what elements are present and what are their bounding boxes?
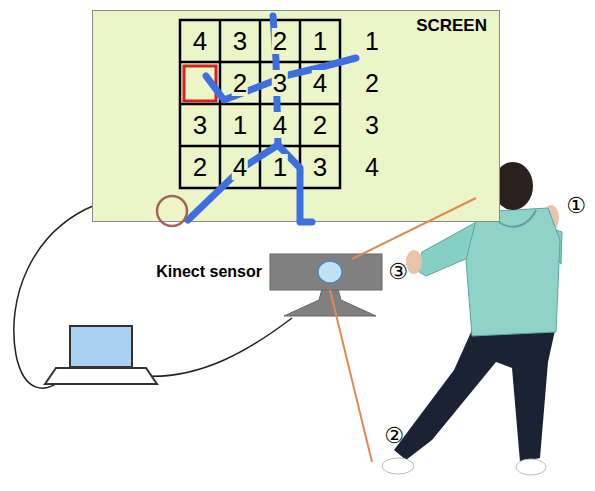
label-holder: 1 — [272, 154, 288, 180]
skeleton-leg — [188, 145, 278, 220]
label-holder: 1 — [312, 28, 328, 54]
label-holder: 2 — [272, 28, 288, 54]
grid-number: 1 — [312, 28, 328, 54]
screen-panel: SCREEN — [92, 10, 500, 222]
label-holder: 4 — [272, 112, 288, 138]
grid-number: 2 — [312, 112, 328, 138]
grid-number: 4 — [272, 112, 288, 138]
callout-number: ② — [384, 425, 404, 447]
skeleton — [188, 16, 356, 222]
grid-number: 4 — [192, 28, 208, 54]
hand — [406, 250, 422, 274]
label-holder: Kinect sensor — [156, 263, 262, 281]
label-holder: ① — [566, 195, 586, 217]
row-number: 1 — [364, 29, 380, 54]
grid-line — [180, 103, 340, 106]
callout-number: ① — [566, 195, 586, 217]
grid-number: 1 — [272, 154, 288, 180]
label-holder: ② — [384, 425, 404, 447]
label-holder: 2 — [192, 154, 208, 180]
label-holder: 2 — [312, 112, 328, 138]
label-holder: 3 — [192, 112, 208, 138]
grid-line — [180, 61, 340, 64]
grid-number: 4 — [312, 70, 328, 96]
cable — [142, 318, 292, 376]
laptop-base — [45, 368, 157, 384]
callout-number: ③ — [388, 261, 408, 283]
laptop-screen — [70, 326, 132, 367]
label-holder: 2 — [232, 70, 248, 96]
grid-number: 3 — [312, 154, 328, 180]
label-holder: 3 — [232, 28, 248, 54]
label-holder: 4 — [232, 154, 248, 180]
sensor-ray — [330, 290, 372, 462]
grid-number: 2 — [272, 28, 288, 54]
trousers — [394, 326, 556, 462]
label-holder: 3 — [364, 113, 380, 138]
grid-number: 1 — [232, 112, 248, 138]
grid-number: 2 — [192, 154, 208, 180]
label-holder: 2 — [364, 71, 380, 96]
grid-number: 2 — [232, 70, 248, 96]
grid-number: 3 — [192, 112, 208, 138]
shoe — [382, 458, 414, 474]
label-holder: 4 — [364, 155, 380, 180]
label-holder: 3 — [312, 154, 328, 180]
row-number: 4 — [364, 155, 380, 180]
grid-line — [180, 145, 340, 148]
number-grid — [180, 20, 340, 188]
sensor-ray — [352, 198, 476, 259]
label-holder: ③ — [388, 261, 408, 283]
label-holder: 4 — [192, 28, 208, 54]
grid-number: 3 — [232, 28, 248, 54]
row-number: 2 — [364, 71, 380, 96]
sensor-lens — [318, 261, 342, 283]
grid-number: 4 — [232, 154, 248, 180]
kinect-sensor — [270, 254, 382, 290]
sensor-label: Kinect sensor — [156, 264, 262, 280]
label-holder: 4 — [312, 70, 328, 96]
label-holder: 3 — [272, 70, 288, 96]
grid-border — [180, 20, 340, 188]
label-holder: 1 — [232, 112, 248, 138]
foot-cursor — [157, 196, 187, 226]
hoodie — [466, 208, 560, 336]
label-holder: 1 — [364, 29, 380, 54]
grid-number: 3 — [272, 70, 288, 96]
shoe — [516, 459, 546, 475]
row-number: 3 — [364, 113, 380, 138]
panel-title: SCREEN — [416, 17, 487, 34]
